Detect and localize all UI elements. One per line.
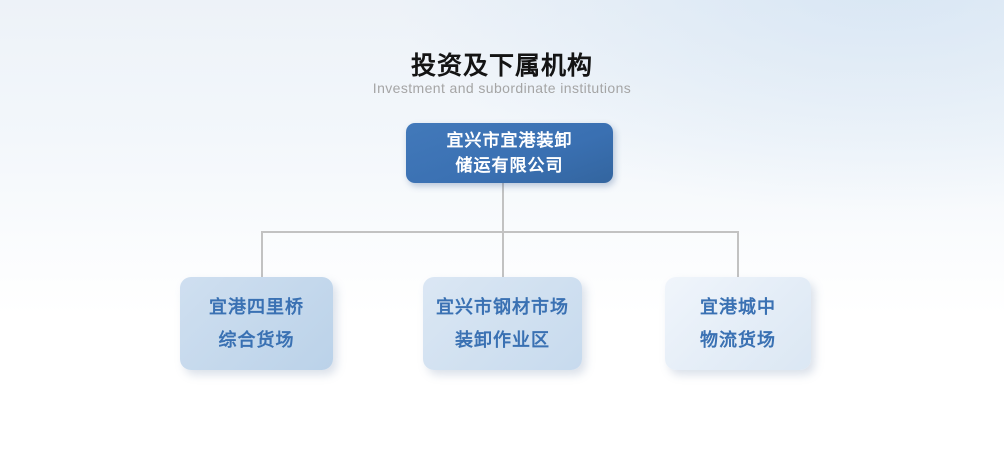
- org-node-child-2-label-line2: 装卸作业区: [455, 329, 550, 350]
- connector-vertical-right: [737, 231, 739, 277]
- connector-vertical-middle: [502, 183, 504, 277]
- org-node-child-2-label-line1: 宜兴市钢材市场: [436, 296, 569, 317]
- org-node-root-label-line1: 宜兴市宜港装卸: [446, 131, 573, 150]
- org-node-child-3-label-line2: 物流货场: [700, 329, 776, 350]
- page-subtitle: Investment and subordinate institutions: [372, 80, 632, 96]
- org-node-child-3: 宜港城中 物流货场: [665, 277, 811, 370]
- connector-vertical-left: [261, 231, 263, 277]
- org-node-root: 宜兴市宜港装卸 储运有限公司: [406, 123, 613, 183]
- org-node-child-2: 宜兴市钢材市场 装卸作业区: [423, 277, 582, 370]
- org-node-child-1: 宜港四里桥 综合货场: [180, 277, 333, 370]
- org-node-child-1-label-line2: 综合货场: [218, 329, 295, 350]
- connector-horizontal: [261, 231, 739, 233]
- org-node-root-label-line2: 储运有限公司: [455, 156, 564, 175]
- page-title: 投资及下属机构: [410, 52, 593, 80]
- org-node-child-1-label-line1: 宜港四里桥: [209, 296, 304, 317]
- org-node-child-3-label-line1: 宜港城中: [700, 296, 776, 317]
